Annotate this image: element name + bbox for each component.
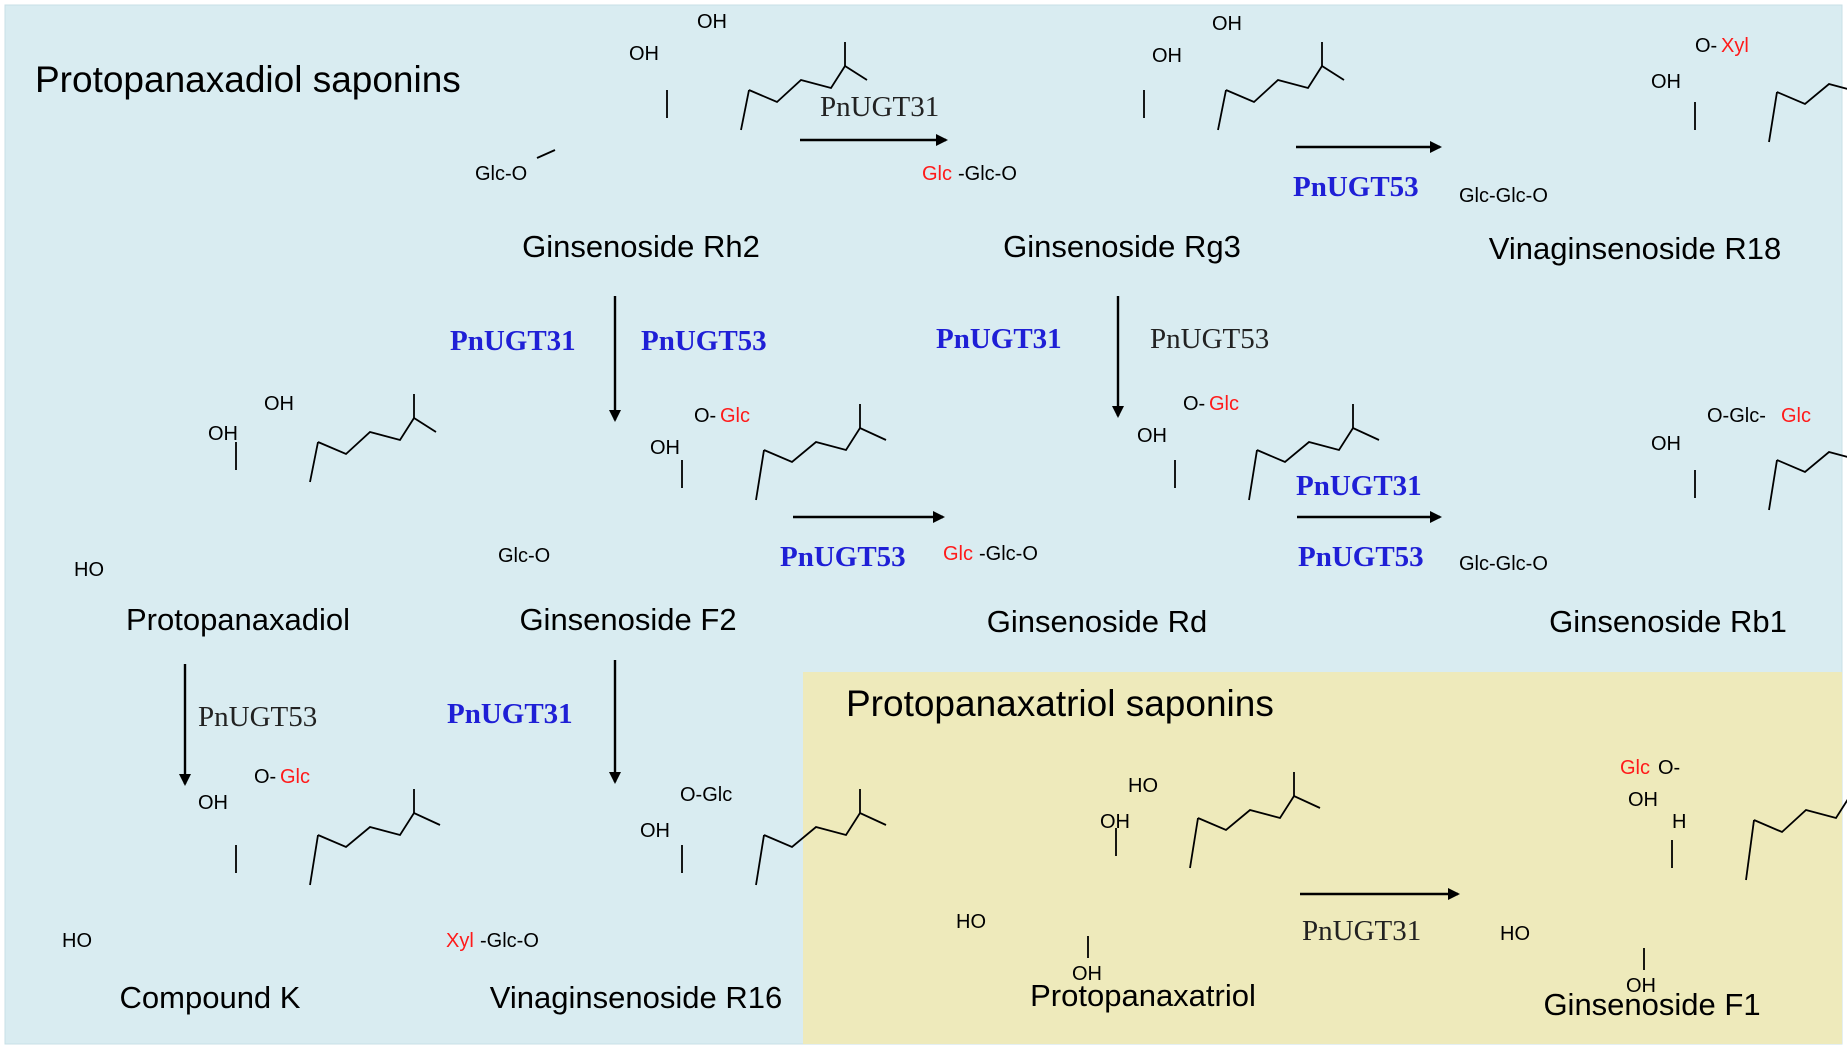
label-h: H — [1672, 811, 1686, 833]
structure-rg3: Glc -Glc-O OH OH — [922, 13, 1345, 185]
label-glc: Glc — [720, 405, 750, 427]
label-oh: OH — [629, 43, 659, 65]
structure-r16: Xyl -Glc-O OH O-Glc — [446, 784, 887, 952]
enzyme-label: PnUGT53 — [780, 541, 906, 573]
label-glc-glc-o: Glc-Glc-O — [1459, 185, 1548, 207]
structure-rd: Glc -Glc-O OH O- Glc — [943, 393, 1380, 565]
compound-name-ppt: Protopanaxatriol — [1030, 978, 1256, 1013]
label-glc: Glc — [943, 543, 973, 565]
enzyme-label: PnUGT31 — [447, 698, 573, 730]
label-oh: OH — [1651, 433, 1681, 455]
label-o-glc: O-Glc — [680, 784, 732, 806]
label-oh: OH — [1628, 789, 1658, 811]
label-glc-o: Glc-O — [475, 163, 527, 185]
label-oh: OH — [1072, 963, 1102, 985]
label-glc: Glc — [1781, 405, 1811, 427]
label-oh: OH — [1137, 425, 1167, 447]
structure-rh2: Glc-O OH OH — [475, 11, 868, 185]
label-ho: HO — [74, 559, 104, 581]
structure-r18: Glc-Glc-O OH O- Xyl — [1459, 35, 1847, 207]
label-ho: HO — [1500, 923, 1530, 945]
label-ho: HO — [1128, 775, 1158, 797]
label-glc: Glc — [280, 766, 310, 788]
compound-name-r16: Vinaginsenoside R16 — [490, 980, 782, 1015]
label-oh: OH — [1100, 811, 1130, 833]
label-ho: HO — [956, 911, 986, 933]
enzyme-label: PnUGT31 — [1302, 915, 1421, 947]
label-oh: OH — [198, 792, 228, 814]
label-o-dash: O- — [1183, 393, 1205, 415]
structure-ppd: HO OH OH — [74, 393, 437, 581]
label-glc: Glc — [1209, 393, 1239, 415]
label-oh: OH — [1626, 975, 1656, 997]
compound-name-f2: Ginsenoside F2 — [519, 602, 736, 637]
label-ho: HO — [62, 930, 92, 952]
label-glc-glc-o: -Glc-O — [979, 543, 1038, 565]
ppt-panel-background — [803, 672, 1842, 1044]
structure-f2: Glc-O OH O- Glc — [498, 404, 887, 567]
compound-name-f1: Ginsenoside F1 — [1543, 987, 1760, 1022]
enzyme-label: PnUGT53 — [1150, 323, 1269, 355]
label-xyl: Xyl — [1721, 35, 1749, 57]
label-oh: OH — [640, 820, 670, 842]
compound-name-rg3: Ginsenoside Rg3 — [1003, 229, 1241, 264]
ppt-panel-title: Protopanaxatriol saponins — [846, 683, 1274, 724]
label-xyl-glc-o: -Glc-O — [480, 930, 539, 952]
enzyme-label: PnUGT31 — [450, 325, 576, 357]
structure-rb1: Glc-Glc-O OH O-Glc- Glc — [1459, 405, 1847, 575]
enzyme-label: PnUGT31 — [936, 323, 1062, 355]
label-o-dash: O- — [1695, 35, 1717, 57]
label-o-glc: O-Glc- — [1707, 405, 1766, 427]
enzyme-label: PnUGT53 — [1293, 171, 1419, 203]
label-glc-glc-o: Glc-Glc-O — [1459, 553, 1548, 575]
enzyme-label: PnUGT53 — [1298, 541, 1424, 573]
enzyme-label: PnUGT53 — [641, 325, 767, 357]
structure-compound-k: HO OH O- Glc — [62, 766, 441, 952]
label-oh: OH — [264, 393, 294, 415]
label-glc-o: Glc-O — [498, 545, 550, 567]
label-glc: Glc — [1620, 757, 1650, 779]
label-oh: OH — [208, 423, 238, 445]
label-o-dash: O- — [694, 405, 716, 427]
label-o-dash: O- — [1658, 757, 1680, 779]
compound-name-rh2: Ginsenoside Rh2 — [522, 229, 760, 264]
enzyme-label: PnUGT31 — [820, 91, 939, 123]
label-o-dash: O- — [254, 766, 276, 788]
structure-f1: HO OH H Glc O- OH — [1500, 757, 1847, 997]
enzyme-label: PnUGT31 — [1296, 470, 1422, 502]
compound-name-ppd: Protopanaxadiol — [126, 602, 350, 637]
ppd-panel-title: Protopanaxadiol saponins — [35, 59, 461, 100]
structure-ppt: HO OH HO OH — [956, 772, 1321, 985]
enzyme-label: PnUGT53 — [198, 701, 317, 733]
compound-name-rd: Ginsenoside Rd — [987, 604, 1208, 639]
compound-name-rb1: Ginsenoside Rb1 — [1549, 604, 1787, 639]
label-oh: OH — [650, 437, 680, 459]
label-oh: OH — [697, 11, 727, 33]
label-xyl: Xyl — [446, 930, 474, 952]
compound-name-ck: Compound K — [120, 980, 301, 1015]
label-glc: Glc — [922, 163, 952, 185]
compound-name-r18: Vinaginsenoside R18 — [1489, 231, 1781, 266]
label-oh: OH — [1212, 13, 1242, 35]
label-oh: OH — [1152, 45, 1182, 67]
label-oh: OH — [1651, 71, 1681, 93]
label-glc-glc-o: -Glc-O — [958, 163, 1017, 185]
